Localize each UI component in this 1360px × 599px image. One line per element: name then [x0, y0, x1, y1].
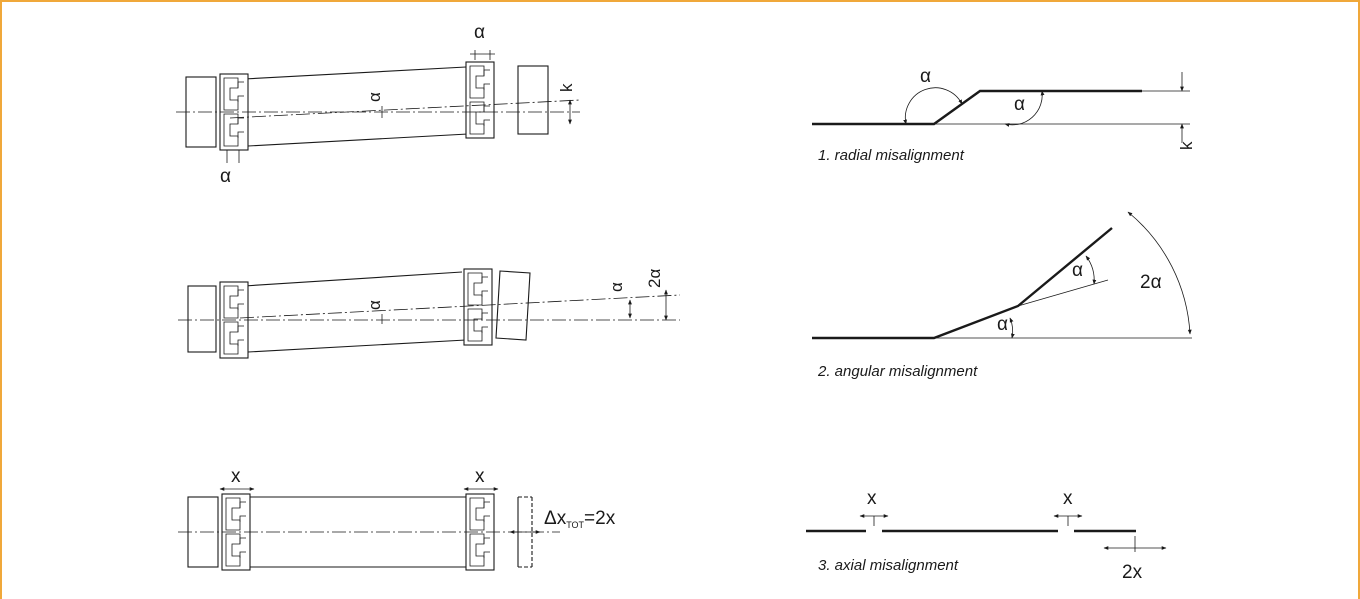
alpha-label-center-angular: α	[365, 300, 384, 310]
coupling-angular	[178, 268, 681, 359]
alpha-label-center-radial: α	[365, 92, 384, 102]
alpha-label-angular-dim: α	[607, 282, 626, 292]
schematic-radial	[812, 72, 1190, 143]
alpha-label-bottom: α	[220, 166, 231, 187]
two-x-label: 2x	[1122, 562, 1143, 583]
two-alpha-label-right: 2α	[1140, 272, 1162, 293]
caption-axial: 3. axial misalignment	[818, 557, 959, 574]
alpha-label-angular-lower: α	[997, 314, 1008, 335]
alpha-label-top: α	[474, 22, 485, 43]
x-label-axial-right: x	[1063, 488, 1073, 509]
coupling-radial	[176, 50, 581, 163]
two-alpha-label-left: 2α	[645, 269, 664, 288]
alpha-label-radial-outer: α	[920, 66, 931, 87]
delta-x-label: ΔxTOT=2x	[544, 508, 616, 530]
x-label-left: x	[231, 466, 241, 487]
x-label-axial-left: x	[867, 488, 877, 509]
alpha-label-radial-inner: α	[1014, 94, 1025, 115]
caption-angular: 2. angular misalignment	[817, 363, 978, 380]
coupling-axial	[178, 487, 560, 571]
alpha-label-angular-upper: α	[1072, 260, 1083, 281]
caption-radial: 1. radial misalignment	[818, 147, 965, 164]
jaw-right-angular	[463, 268, 493, 346]
k-label-right: k	[1177, 141, 1196, 150]
jaw-right-radial	[465, 61, 495, 139]
k-label-left: k	[557, 83, 576, 92]
x-label-right: x	[475, 466, 485, 487]
schematic-angular	[812, 211, 1192, 340]
schematic-axial	[806, 514, 1167, 552]
